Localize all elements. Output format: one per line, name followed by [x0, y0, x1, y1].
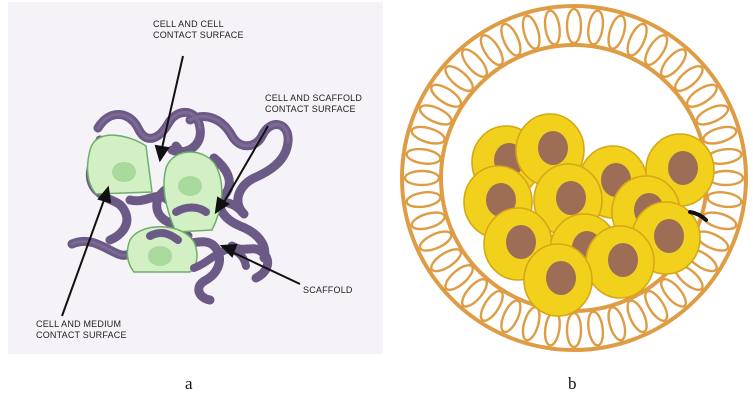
label-cell-cell-contact: CELL AND CELL CONTACT SURFACE — [153, 19, 244, 41]
label-cell-medium-line-2: CONTACT SURFACE — [36, 330, 127, 341]
cell-nucleus — [546, 261, 576, 295]
caption-a: a — [185, 374, 193, 394]
panel-a-scaffold-diagram: CELL AND CELL CONTACT SURFACE CELL AND S… — [0, 0, 385, 360]
label-cell-cell-line-2: CONTACT SURFACE — [153, 30, 244, 41]
yellow-cell — [586, 226, 654, 298]
label-cell-medium-line-1: CELL AND MEDIUM — [36, 319, 127, 330]
cell-nucleus — [506, 225, 536, 259]
cell-nucleus — [556, 181, 586, 215]
yellow-cell — [524, 244, 592, 316]
encapsulated-cells-illustration — [398, 0, 753, 360]
cell-2 — [164, 152, 222, 232]
cell-1-nucleus — [112, 162, 136, 182]
label-cell-scaffold-line-1: CELL AND SCAFFOLD — [265, 93, 362, 104]
cell-3-nucleus — [148, 246, 172, 266]
caption-b: b — [568, 374, 577, 394]
cell-nucleus — [608, 243, 638, 277]
cell-1 — [88, 135, 152, 194]
cell-nucleus — [654, 219, 684, 253]
label-cell-scaffold-contact: CELL AND SCAFFOLD CONTACT SURFACE — [265, 93, 362, 115]
cell-nucleus — [538, 131, 568, 165]
panel-b-encapsulated-cells — [398, 0, 753, 360]
label-cell-scaffold-line-2: CONTACT SURFACE — [265, 104, 362, 115]
cell-2-nucleus — [178, 176, 202, 196]
cell-nucleus — [668, 151, 698, 185]
label-scaffold: SCAFFOLD — [303, 285, 353, 296]
scaffold-diagram-illustration — [0, 0, 385, 360]
label-cell-cell-line-1: CELL AND CELL — [153, 19, 244, 30]
label-cell-medium-contact: CELL AND MEDIUM CONTACT SURFACE — [36, 319, 127, 341]
